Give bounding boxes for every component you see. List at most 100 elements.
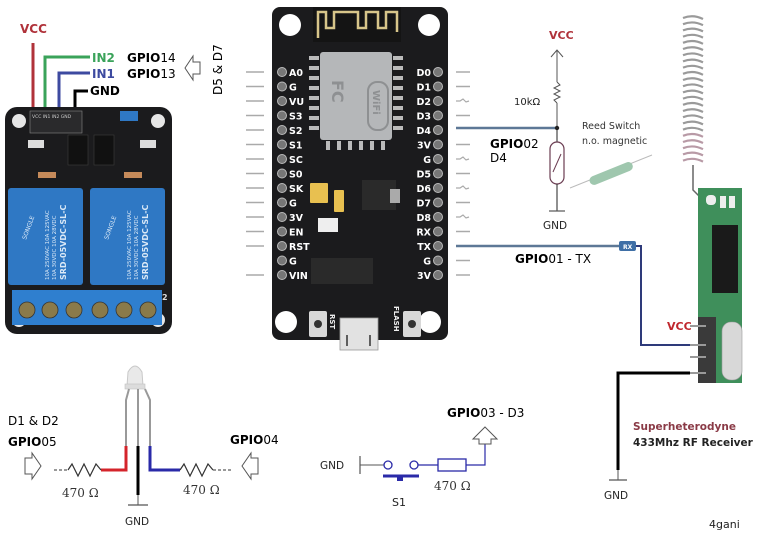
svg-text:10A 30VDC 10A 28VDC: 10A 30VDC 10A 28VDC bbox=[134, 215, 140, 280]
pin-stub bbox=[456, 156, 470, 161]
header-silk: VCC IN1 IN2 GND bbox=[32, 114, 72, 120]
optocoupler bbox=[93, 134, 115, 166]
relay-in1-label: IN1 bbox=[92, 67, 115, 81]
reed-gnd-label: GND bbox=[543, 220, 567, 232]
in2-gpio-label: GPIO14 bbox=[127, 51, 176, 65]
pin-d3: D3 bbox=[417, 110, 470, 123]
coil-turn bbox=[682, 33, 704, 39]
pin-s1: S1 bbox=[246, 139, 302, 152]
coil-turn bbox=[682, 89, 704, 95]
mount-hole bbox=[151, 114, 165, 128]
pin-label: G bbox=[289, 257, 297, 268]
pin-d6: D6 bbox=[417, 183, 470, 195]
pin-d5: D5 bbox=[417, 168, 470, 181]
pin-rx: RX bbox=[416, 226, 470, 239]
pin-stub bbox=[456, 98, 470, 103]
pin-pad bbox=[433, 67, 443, 77]
pin-sk: SK bbox=[246, 183, 304, 195]
switch-label: S1 bbox=[392, 496, 406, 509]
jumper bbox=[120, 111, 138, 121]
coil-turn bbox=[682, 83, 704, 89]
svg-text:10A 250VAC 10A 125VAC: 10A 250VAC 10A 125VAC bbox=[45, 210, 51, 280]
led-left-gpio-label: GPIO05 bbox=[8, 435, 57, 449]
pin-sc: SC bbox=[246, 154, 303, 166]
coil-turn bbox=[682, 21, 704, 27]
coil-turn bbox=[682, 95, 704, 101]
pin-s0: S0 bbox=[246, 168, 303, 181]
pin-3v: 3V bbox=[417, 139, 470, 152]
rf-title-2: 433Mhz RF Receiver bbox=[633, 437, 754, 449]
pin-pad bbox=[277, 125, 287, 135]
coil-turn bbox=[682, 27, 704, 33]
pin-rst: RST bbox=[246, 241, 310, 253]
micro-usb-port[interactable] bbox=[339, 317, 379, 351]
wifi-text: WiFi bbox=[370, 90, 381, 115]
pin-label: D3 bbox=[417, 112, 432, 123]
pin-pad bbox=[433, 154, 443, 164]
coil-turn bbox=[682, 120, 704, 126]
pin-pad bbox=[277, 241, 287, 251]
svg-text:10A 250VAC 10A 125VAC: 10A 250VAC 10A 125VAC bbox=[127, 210, 133, 280]
coil-turn bbox=[682, 58, 704, 64]
rf-pin-header bbox=[698, 317, 716, 383]
wifi-logo bbox=[367, 81, 389, 131]
coil-turn bbox=[682, 39, 704, 45]
pin-d1: D1 bbox=[417, 81, 470, 94]
in1-gpio-label: GPIO13 bbox=[127, 67, 176, 81]
mount-hole bbox=[275, 311, 297, 333]
pin-pad bbox=[433, 139, 443, 150]
pin-label: 3V bbox=[417, 141, 432, 152]
button-group: GND S1 470 Ω GPIO03 - D3 bbox=[320, 406, 524, 509]
pin-label: D6 bbox=[417, 184, 432, 195]
pin-g: G bbox=[423, 154, 470, 166]
pin-d7: D7 bbox=[417, 197, 470, 210]
pin-pad bbox=[433, 183, 443, 193]
coil-turn bbox=[682, 77, 704, 82]
pin-a0: A0 bbox=[246, 67, 303, 79]
pin-g: G bbox=[246, 197, 297, 210]
pin-label: G bbox=[423, 155, 431, 166]
svg-text:SRD-05VDC-SL-C: SRD-05VDC-SL-C bbox=[141, 204, 150, 280]
flash-button-cap bbox=[408, 320, 416, 328]
led-group: GND 470 Ω 470 Ω D1 & D2 GPIO05 GPIO04 bbox=[8, 365, 279, 528]
pin-stub bbox=[456, 214, 470, 219]
pin-label: S0 bbox=[289, 170, 303, 181]
pin-pad bbox=[277, 197, 287, 208]
rx-tag-label: RX bbox=[623, 244, 633, 251]
flash-label: FLASH bbox=[392, 306, 400, 332]
switch-contact bbox=[409, 460, 419, 470]
rst-button-cap bbox=[314, 320, 322, 328]
pin-3v: 3V bbox=[246, 212, 304, 224]
pin-label: RST bbox=[289, 242, 310, 253]
pin-label: G bbox=[423, 257, 431, 268]
pin-label: G bbox=[289, 83, 297, 94]
pin-pad bbox=[433, 270, 443, 280]
pin-g: G bbox=[246, 81, 297, 94]
svg-text:SRD-05VDC-SL-C: SRD-05VDC-SL-C bbox=[59, 204, 68, 280]
optocoupler bbox=[67, 134, 89, 166]
pin-vin: VIN bbox=[246, 270, 308, 282]
right-resistor bbox=[179, 462, 214, 478]
rf-gnd-wire bbox=[616, 371, 690, 470]
smd-component bbox=[28, 140, 44, 148]
pin-label: VU bbox=[289, 97, 304, 108]
coil-turn bbox=[682, 15, 704, 20]
usb-serial-chip bbox=[311, 258, 373, 284]
pin-pad bbox=[277, 81, 287, 92]
pin-d4: D4 bbox=[417, 125, 443, 137]
pin-pad bbox=[277, 212, 287, 222]
pin-en: EN bbox=[246, 226, 303, 239]
pin-pad bbox=[433, 96, 443, 106]
right-arrow-icon bbox=[24, 451, 42, 481]
rf-receiver-group: VCC RX GPIO01 - TX GND Superheterodyne 4… bbox=[456, 15, 754, 502]
pin-d0: D0 bbox=[417, 67, 470, 79]
pin-label: VIN bbox=[289, 271, 308, 282]
coil-turn bbox=[682, 52, 704, 58]
red-led-wire bbox=[101, 446, 128, 472]
pin-label: D0 bbox=[417, 68, 432, 79]
coil-turn bbox=[682, 157, 704, 163]
rx-data-wire bbox=[636, 245, 690, 346]
rf-gpio-label: GPIO01 - TX bbox=[515, 252, 591, 266]
input-header bbox=[29, 110, 83, 134]
